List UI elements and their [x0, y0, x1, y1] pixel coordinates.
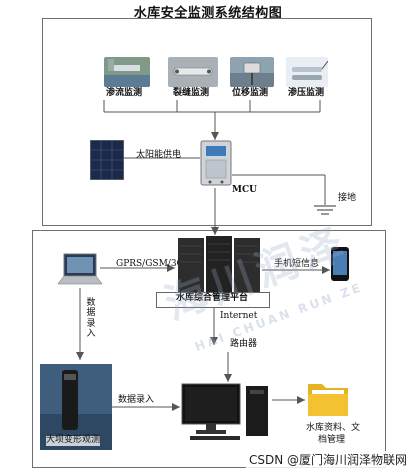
solar-panel-image — [89, 139, 125, 181]
platform-label: 水库综合管理平台 — [176, 293, 249, 303]
mcu-device-image — [200, 140, 232, 186]
source-credit: CSDN @厦门海川润泽物联网 — [245, 451, 410, 468]
archive-folder-image — [306, 376, 350, 420]
archive-label-line1: 水库资料、文 — [306, 423, 361, 433]
piezometer-label: 渗压监测 — [288, 88, 325, 98]
internet-label: Internet — [220, 311, 258, 321]
phone-image — [330, 246, 350, 282]
data-entry-horizontal-label: 数据录入 — [118, 395, 155, 405]
displacement-sensor-image — [230, 57, 274, 87]
displacement-label: 位移监测 — [232, 88, 269, 98]
seepage-label: 渗流监测 — [106, 88, 143, 98]
gprs-label: GPRS/GSM/3G — [116, 259, 184, 269]
deformation-label: 大坝变形观测 — [46, 435, 101, 446]
field-layer-frame — [42, 18, 372, 226]
management-layer-frame — [32, 230, 386, 468]
computer-image — [180, 382, 272, 440]
diagram-title: 水库安全监测系统结构图 — [133, 6, 283, 21]
phone-label: 手机短信息 — [274, 259, 320, 269]
crack-label: 裂缝监测 — [173, 88, 210, 98]
mcu-label: MCU — [232, 185, 257, 195]
archive-label-line2: 档管理 — [318, 435, 346, 445]
router-label: 路由器 — [230, 339, 258, 349]
server-racks-image — [176, 234, 262, 294]
seepage-sensor-image — [104, 57, 150, 87]
crack-sensor-image — [168, 57, 218, 87]
laptop-image — [57, 252, 103, 288]
solar-label: 太阳能供电 — [136, 150, 182, 160]
piezometer-sensor-image — [286, 57, 328, 87]
ground-label: 接地 — [338, 193, 357, 203]
platform-label-box — [156, 292, 270, 308]
data-entry-vertical-label: 数据录入 — [86, 298, 96, 340]
